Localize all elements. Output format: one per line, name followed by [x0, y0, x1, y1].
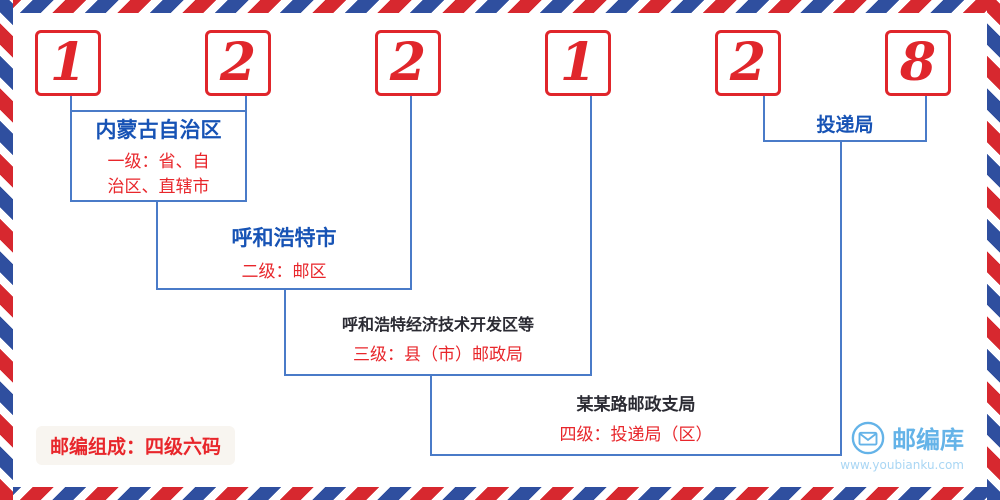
level-3-label: 呼和浩特经济技术开发区等 三级：县（市）邮政局	[284, 311, 592, 368]
level-2-description: 二级：邮区	[241, 262, 327, 282]
connector-line	[925, 96, 927, 142]
connector-line	[156, 200, 158, 290]
delivery-office-text: 投递局	[816, 114, 874, 136]
brand-url: www.youbianku.com	[840, 458, 964, 472]
connector-line	[70, 95, 72, 202]
level-3-description: 三级：县（市）邮政局	[353, 345, 523, 365]
postal-digit-box-5: 2	[715, 30, 781, 96]
postal-digit-2: 2	[219, 32, 257, 93]
level-4-region-name: 某某路邮政支局	[576, 395, 696, 415]
envelope-icon	[851, 421, 885, 455]
connector-line	[763, 140, 927, 142]
connector-line	[284, 374, 592, 376]
postal-digit-1: 1	[49, 32, 87, 93]
postal-digit-6: 8	[899, 32, 937, 93]
postal-digit-box-2: 2	[205, 30, 271, 96]
level-1-description: 一级：省、自 治区、直辖市	[107, 152, 210, 197]
level-1-region-name: 内蒙古自治区	[95, 118, 222, 142]
connector-line	[70, 200, 247, 202]
postal-code-composition-note: 邮编组成：四级六码	[36, 426, 236, 465]
level-4-description: 四级：投递局（区）	[559, 425, 713, 445]
connector-line	[430, 454, 842, 456]
airmail-border-right	[987, 0, 1000, 500]
postal-digit-box-6: 8	[885, 30, 951, 96]
connector-line	[590, 96, 592, 376]
postal-digit-box-3: 2	[375, 30, 441, 96]
connector-line	[840, 140, 842, 456]
airmail-border-top	[0, 0, 1000, 13]
site-logo[interactable]: 邮编库 www.youbianku.com	[840, 420, 964, 472]
postal-digit-3: 2	[389, 32, 427, 93]
brand-name: 邮编库	[892, 426, 964, 454]
postal-digit-4: 1	[559, 32, 597, 93]
connector-line	[430, 374, 432, 456]
connector-line	[245, 96, 247, 202]
connector-line	[410, 96, 412, 290]
delivery-office-label: 投递局	[763, 110, 927, 137]
postal-digit-box-4: 1	[545, 30, 611, 96]
level-1-label: 内蒙古自治区 一级：省、自 治区、直辖市	[70, 114, 247, 200]
level-3-region-name: 呼和浩特经济技术开发区等	[341, 315, 534, 334]
postal-digit-box-1: 1	[35, 30, 101, 96]
connector-line	[763, 96, 765, 142]
connector-line	[70, 110, 247, 112]
airmail-border-left	[0, 0, 13, 500]
level-2-label: 呼和浩特市 二级：邮区	[156, 222, 412, 285]
airmail-border-bottom	[0, 487, 1000, 500]
connector-line	[284, 288, 286, 376]
level-2-region-name: 呼和浩特市	[231, 226, 337, 250]
level-4-label: 某某路邮政支局 四级：投递局（区）	[430, 390, 842, 448]
postal-digit-5: 2	[729, 32, 767, 93]
